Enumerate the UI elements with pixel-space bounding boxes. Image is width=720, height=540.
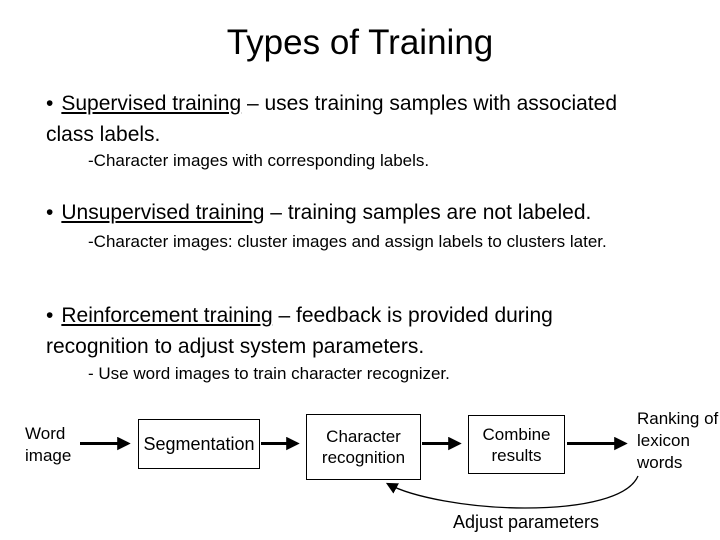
character-recognition-box: Character recognition: [306, 414, 421, 480]
segmentation-box-label: Segmentation: [143, 433, 255, 454]
bullet-text-reinforcement: – feedback is provided during recognitio…: [46, 304, 553, 358]
bullet-term-unsupervised: Unsupervised training: [61, 201, 265, 224]
character-recognition-box-label: Character recognition: [321, 427, 406, 467]
adjust-parameters-label: Adjust parameters: [452, 512, 600, 532]
word-image-label: Word image: [25, 424, 72, 465]
bullet-term-reinforcement: Reinforcement training: [61, 304, 273, 327]
bullet-marker: •: [46, 201, 54, 224]
bullet-item-supervised: • Supervised training – uses training sam…: [46, 88, 646, 150]
bullet-text-unsupervised: – training samples are not labeled.: [264, 201, 592, 224]
bullet-marker: •: [46, 92, 54, 115]
segmentation-box: Segmentation: [138, 419, 260, 469]
combine-results-box-label: Combine results: [482, 424, 551, 465]
sub-bullet-supervised: -Character images with corresponding lab…: [88, 151, 430, 170]
sub-bullet-reinforcement: - Use word images to train character rec…: [88, 364, 450, 383]
bullet-text-supervised: – uses training samples with associated …: [46, 92, 617, 146]
bullet-marker: •: [46, 304, 54, 327]
bullet-item-unsupervised: • Unsupervised training – training sample…: [46, 197, 720, 228]
feedback-arrow-adjust-parameters: [385, 475, 639, 509]
combine-results-box: Combine results: [468, 415, 565, 474]
ranking-output-label: Ranking of lexicon words: [637, 409, 719, 472]
bullet-item-reinforcement: • Reinforcement training – feedback is pr…: [46, 300, 646, 362]
sub-bullet-unsupervised: -Character images: cluster images and as…: [88, 232, 607, 251]
bullet-term-supervised: Supervised training: [61, 92, 242, 115]
slide-title: Types of Training: [226, 23, 494, 62]
